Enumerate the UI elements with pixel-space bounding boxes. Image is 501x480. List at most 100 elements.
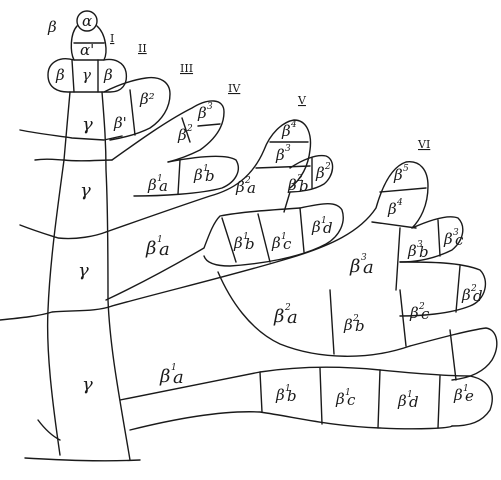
branch-VI-cell-1: β5	[393, 164, 409, 184]
cell-base-letter: β	[275, 146, 285, 164]
cell-base-letter: β	[147, 176, 157, 194]
cell-subscript: e	[465, 387, 474, 405]
cell-base-letter: β	[453, 386, 463, 404]
bottom-fan-divider-2	[320, 368, 322, 424]
top-row-divider-left	[72, 60, 74, 92]
axis-cell-label-3: γ	[78, 260, 89, 281]
cell-base-letter: β	[273, 306, 284, 327]
lower-fan-cell-1: β1a	[159, 363, 184, 388]
axis-septum-2	[35, 159, 112, 161]
cell-base-letter: β	[407, 242, 417, 260]
cell-base-letter: β	[393, 166, 403, 184]
branch-IV-V	[106, 120, 343, 300]
rank-label-V: V	[297, 94, 307, 107]
cell-base-letter: β	[315, 164, 325, 182]
axis-septum-4	[0, 306, 112, 320]
branch-IV-divider-3	[300, 208, 304, 252]
bottom-fan-divider-4	[438, 376, 440, 428]
cell-subscript: d	[409, 393, 419, 411]
cell-subscript: b	[419, 243, 429, 261]
cell-base-letter: β	[177, 126, 187, 144]
cell-superscript: 2	[324, 162, 331, 172]
cell-subscript: a	[159, 177, 168, 195]
axis-cell-labels: γ γ γ γ	[78, 114, 93, 395]
cell-base-letter: β	[271, 234, 281, 252]
cell-base-letter: β	[281, 122, 291, 140]
axis-left-wall	[48, 92, 70, 455]
rank-labels: I II III IV V VI	[110, 32, 430, 151]
branch-IV-divider-2	[258, 214, 270, 262]
cell-base-letter: β	[349, 256, 360, 277]
top-right-label: β	[103, 66, 113, 84]
apex-label: α	[82, 12, 92, 30]
lower-fan-cell-8: β1d	[397, 390, 419, 411]
top-mid-label: γ	[82, 66, 91, 84]
top-left-label: β	[55, 66, 65, 84]
branch-III-cell-2: β2	[177, 124, 193, 144]
rank-label-IV: IV	[228, 82, 241, 95]
cell-subscript: b	[299, 177, 309, 195]
cell-subscript: c	[455, 231, 464, 249]
axis-cell-label-2: γ	[80, 180, 91, 201]
cell-superscript: 3	[207, 102, 213, 112]
branch-III-divider-3	[178, 160, 180, 194]
branch-III	[112, 101, 238, 196]
cell-subscript: a	[159, 239, 170, 260]
cell-subscript: a	[363, 257, 374, 278]
lower-fan-cell-3: β2b	[343, 314, 365, 335]
cell-subscript: b	[355, 317, 365, 335]
rank-label-III: III	[180, 62, 193, 75]
cell-superscript: 3	[285, 144, 291, 154]
lower-fan-cell-4: β2c	[409, 302, 430, 323]
cell-subscript: d	[473, 287, 483, 305]
cell-superscript: 4	[290, 120, 297, 130]
cell-base-letter: β	[397, 392, 407, 410]
cell-superscript: 4	[396, 198, 403, 208]
cell-base-letter: β	[233, 234, 243, 252]
cell-base-letter: β	[287, 176, 297, 194]
cell-subscript: a	[173, 367, 184, 388]
branch-II-divider	[130, 90, 135, 135]
branch-VI-cell-3: β3a	[349, 253, 374, 278]
bottom-fan-lower-line	[130, 412, 452, 430]
branch-VI-middle-band	[218, 272, 410, 356]
cell-base-letter: β	[197, 104, 207, 122]
bottom-fan-divider-1	[260, 372, 262, 412]
cell-subscript: d	[323, 219, 333, 237]
branch-VI-divider-4	[396, 228, 400, 290]
cell-base-letter: β	[409, 304, 419, 322]
axis-base-line	[25, 458, 140, 461]
cell-subscript: c	[421, 305, 430, 323]
branch-VI-divider-7	[400, 290, 406, 346]
cell-subscript: a	[287, 307, 298, 328]
branch-II-label-1: β'	[113, 114, 127, 132]
cell-base-letter: β	[343, 316, 353, 334]
cell-subscript: b	[245, 235, 255, 253]
cell-base-letter: β	[311, 218, 321, 236]
cell-subscript: c	[283, 235, 292, 253]
cell-base-letter: β	[235, 178, 245, 196]
cell-base-letter: β	[443, 230, 453, 248]
branch-V-divider-2	[256, 166, 310, 168]
cell-subscript: a	[247, 179, 256, 197]
cell-base-letter: β	[275, 386, 285, 404]
axis-septum-3	[20, 225, 106, 239]
branch-VI-divider-2	[372, 222, 416, 228]
branch-VI-cell-4: β3b	[407, 240, 429, 261]
cell-base-letter: β	[387, 200, 397, 218]
axis-septum-1	[20, 130, 122, 140]
cell-superscript: 5	[403, 164, 409, 174]
cell-base-letter: β	[335, 390, 345, 408]
main-axis	[0, 92, 140, 461]
apex-prime-label: α'	[80, 41, 94, 59]
